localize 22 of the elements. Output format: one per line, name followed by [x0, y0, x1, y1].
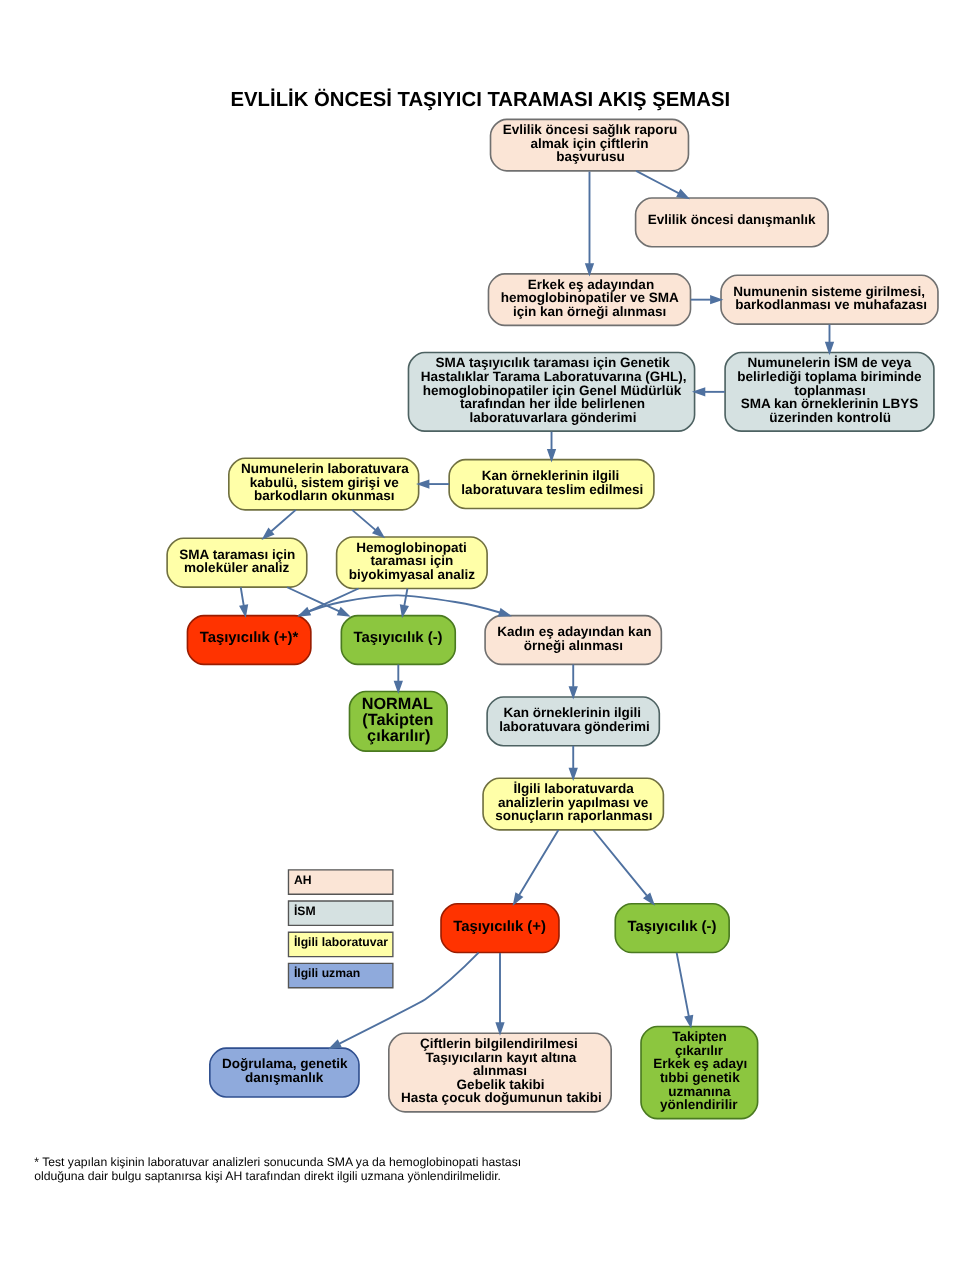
- arrow: [239, 586, 249, 619]
- node-box: Taşıyıcılık (-): [614, 902, 730, 954]
- arrow: [675, 951, 694, 1029]
- arrow: [546, 430, 557, 463]
- arrow: [592, 829, 656, 906]
- arrow: [512, 829, 560, 906]
- node-box: Taşıyıcılık (+): [440, 902, 560, 954]
- diagram-title: EVLİLİK ÖNCESİ TAŞIYICI TARAMASI AKIŞ ŞEMASI: [230, 89, 731, 112]
- arrow: [351, 508, 386, 539]
- arrow: [584, 170, 595, 277]
- arrow: [568, 744, 578, 782]
- arrow: [568, 663, 578, 700]
- arrow: [689, 295, 724, 305]
- arrow: [327, 951, 480, 1050]
- arrow: [691, 387, 726, 397]
- node-box: Taşıyıcılık (-): [340, 614, 457, 666]
- arrow: [416, 479, 450, 489]
- node-box: Taşıyıcılık (+)*: [186, 614, 312, 666]
- arrow: [393, 663, 403, 694]
- arrow: [635, 169, 691, 200]
- arrow: [261, 508, 297, 540]
- arrow: [495, 951, 505, 1036]
